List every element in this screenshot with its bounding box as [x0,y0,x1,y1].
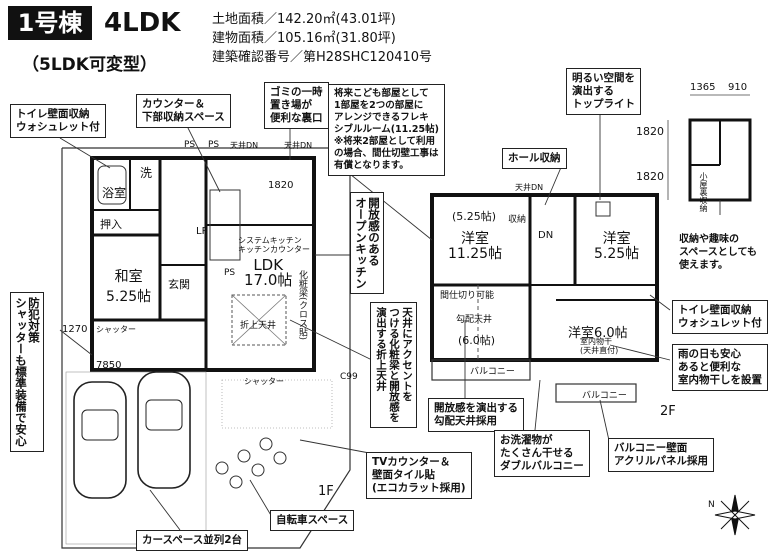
callout-tv-counter: TVカウンター＆ 壁面タイル貼 (エコカラット採用) [366,452,472,499]
car-left [73,381,127,499]
label-balcony-1: バルコニー [470,367,515,377]
label-lp: LP [196,226,208,237]
callout-open-ceiling: 開放感を演出する 勾配天井採用 [428,398,524,432]
car-right [137,371,191,489]
label-c99: C99 [340,372,358,382]
label-ps-1: PS [224,268,236,278]
dim-1820-b: 1820 [636,170,664,183]
room-closet: 押入 [100,218,122,231]
callout-balcony-panel: バルコニー壁面 アクリルパネル採用 [608,438,714,472]
label-tenjo-dn-2f: 天井DN [515,183,544,192]
label-ps-2: PS [184,140,196,150]
callout-garbage: ゴミの一時 置き場が 便利な裏口 [264,82,329,129]
label-balcony-2: バルコニー [582,391,627,401]
callout-toilet-wall-1f: トイレ壁面収納 ウォシュレット付 [10,104,106,138]
room-bath: 浴室 [102,186,127,200]
callout-bicycle: 自転車スペース [270,510,355,531]
label-ps-top: PS [208,140,220,150]
callout-open-kitchen: 開放感のある オープンキッチン [350,192,384,294]
label-cosmetic-beam: 化粧梁(クロス貼) [297,270,307,341]
label-oriage: 折上天井 [240,321,277,331]
room-washroom: 洗 [140,166,153,180]
label-shutter-2: シャッター [244,377,284,386]
label-1820: 1820 [268,180,294,191]
room-western-big: 洋室 11.25帖 [448,231,503,262]
callout-security: 防犯対策 シャッターも標準装備で安心 [10,292,44,452]
label-shutter-1: シャッター [96,325,136,334]
callout-counter: カウンター＆ 下部収納スペース [136,94,231,128]
dim-7850: 7850 [96,360,122,371]
label-western-big-note: (5.25帖) [452,210,497,223]
label-sloped-6: (6.0帖) [458,334,496,347]
dim-910: 910 [728,82,748,93]
label-sloped: 勾配天井 [456,315,493,325]
label-storage: 収納 [508,215,527,225]
callout-double-balcony: お洗濯物が たくさん干せる ダブルバルコニー [494,430,590,477]
room-washitsu: 和室 5.25帖 [106,269,152,305]
label-indoor-dry: 室内物干 (天井直付) [580,337,619,355]
callout-ceiling: 天井にアクセントを つける化粧梁と開放感を 演出する折上天井 [370,302,417,428]
label-dn: DN [538,230,554,241]
unit-badge: 1号棟 [8,6,92,40]
dim-1820-a: 1820 [636,125,664,138]
room-entrance: 玄関 [168,278,190,291]
dim-1365: 1365 [690,82,716,93]
room-western-6: 洋室6.0帖 [568,326,628,341]
room-ldk: LDK 17.0帖 [244,256,293,289]
callout-toilet-wall-2f: トイレ壁面収納 ウォシュレット付 [672,300,768,334]
callout-storage-hobby: 収納や趣味の スペースとしても 使えます。 [674,230,762,275]
label-partition: 間仕切り可能 [440,291,495,301]
lot-outline [61,147,351,549]
label-tenjo-dn-1: 天井DN [230,141,259,150]
land-area: 土地面積／142.20㎡(43.01坪) [212,12,396,27]
bicycles [215,437,287,489]
label-system-kitchen: システムキッチン キッチンカウンター [238,236,310,254]
dim-1270: 1270 [62,324,88,335]
room-western-small: 洋室 5.25帖 [594,231,640,262]
callout-toplight: 明るい空間を 演出する トップライト [566,68,641,115]
floor-label-1f: 1F [318,484,334,499]
callout-hall-storage: ホール収納 [502,148,567,169]
label-tenjo-dn-2: 天井DN [284,141,313,150]
second-floor-walls [430,193,659,362]
variant-label: （5LDK可変型） [22,55,157,75]
compass [714,494,756,536]
callout-future-room: 将来こども部屋として 1部屋を2つの部屋に アレンジできるフレキ シブルルーム(… [328,84,445,176]
building-area: 建物面積／105.16㎡(31.80坪) [212,31,396,46]
layout-type: 4LDK [104,8,181,38]
label-attic: 小屋裏収納 [699,172,708,212]
permit-number: 建築確認番号／第H28SHC120410号 [212,50,433,65]
callout-rainy-day: 雨の日も安心 あると便利な 室内物干しを設置 [672,344,768,391]
callout-carport: カースペース並列2台 [136,530,249,551]
compass-label: N [708,500,715,510]
floor-label-2f: 2F [660,404,676,419]
